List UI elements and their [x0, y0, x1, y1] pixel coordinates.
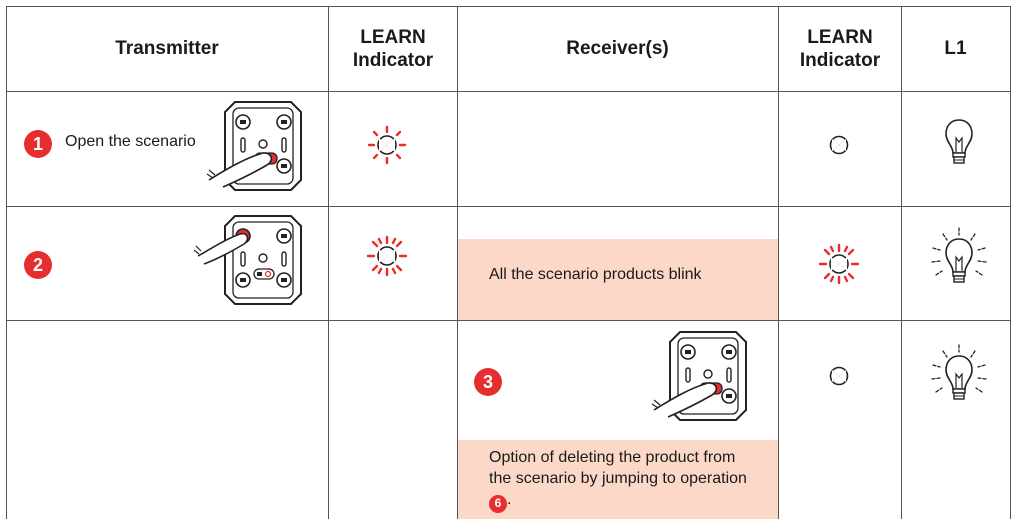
grid-line [328, 6, 329, 519]
step-ref-badge: 6 [489, 494, 507, 513]
bulb-on-icon [931, 227, 987, 283]
grid-line [457, 6, 458, 519]
device-press-icon [193, 215, 302, 305]
grid-line [6, 6, 1011, 7]
header-learn-indicator-transmitter: LEARN Indicator [352, 26, 434, 71]
grid-line [1010, 6, 1011, 519]
bulb-on-icon [931, 344, 987, 400]
blinking-led-icon [818, 243, 860, 285]
led-off-icon [829, 366, 849, 386]
step-badge-1: 1 [24, 130, 52, 158]
grid-line [6, 206, 1011, 207]
step-badge-2: 2 [24, 251, 52, 279]
blinking-led-icon [366, 235, 408, 277]
grid-line [6, 91, 1011, 92]
step-1-text: Open the scenario [65, 133, 196, 150]
grid-line [6, 6, 7, 519]
header-transmitter: Transmitter [115, 38, 219, 59]
highlight-box [458, 239, 778, 320]
step-badge-3: 3 [474, 368, 502, 396]
blinking-led-icon [367, 125, 407, 165]
receiver-delete-option-text: Option of deleting the product from the … [489, 447, 759, 513]
header-receivers: Receiver(s) [566, 38, 669, 59]
receiver-blink-text: All the scenario products blink [489, 266, 702, 283]
header-learn-indicator-receiver: LEARN Indicator [799, 26, 881, 71]
grid-line [778, 6, 779, 519]
led-off-icon [829, 135, 849, 155]
delete-option-period: . [507, 491, 512, 508]
highlight-box [458, 440, 778, 519]
grid-line [901, 6, 902, 519]
bulb-off-icon [945, 119, 973, 164]
delete-option-text: Option of deleting the product from the … [489, 449, 747, 487]
device-press-icon [651, 331, 747, 421]
grid-line [6, 320, 1011, 321]
header-l1: L1 [944, 38, 967, 59]
device-press-icon [206, 101, 302, 191]
